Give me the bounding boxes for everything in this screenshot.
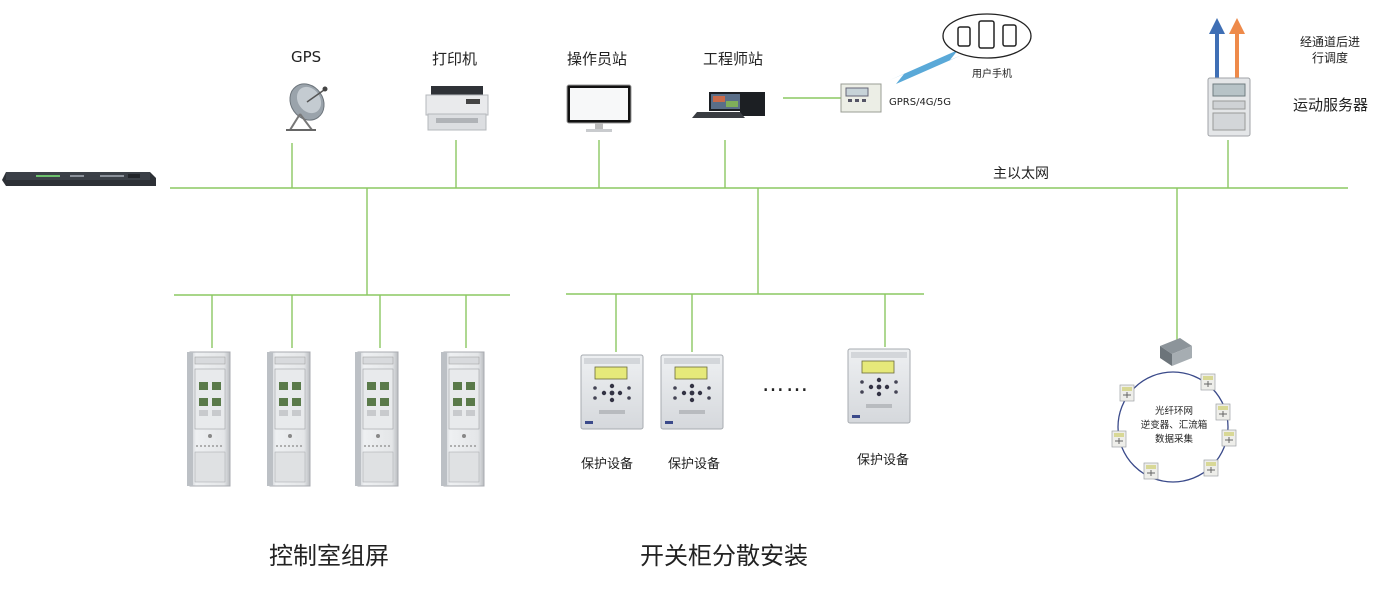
fiber-ring [1111,338,1237,483]
ops-server-label: 运动服务器 [1293,96,1369,114]
engineer-station-label: 工程师站 [703,50,764,68]
protection-relay-icon [580,348,911,430]
monitor-icon [566,84,632,132]
protection-device-label-2: 保护设备 [668,457,721,472]
dispatch-note-line-2: 行调度 [1312,51,1349,65]
ring-caption: 光纤环网 逆变器、汇流箱 数据采集 [1138,405,1210,447]
protection-device-label-3: 保护设备 [857,453,910,468]
dispatch-note-line-1: 经通道后进 [1300,35,1361,49]
comm-terminal-icon [840,83,882,113]
main-ethernet-label: 主以太网 [993,166,1049,182]
workstation-icon [692,92,765,118]
ring-caption-line-1: 光纤环网 [1154,406,1193,417]
control-cabinet-icon [186,351,485,487]
ring-caption-line-2: 逆变器、汇流箱 [1140,420,1208,431]
control-room-caption: 控制室组屏 [269,542,389,570]
printer-label: 打印机 [432,50,478,68]
phone-icons [942,13,1032,59]
gps-label: GPS [291,48,322,66]
protection-device-label-1: 保护设备 [581,457,634,472]
motion-server-icon [1207,77,1251,137]
ring-caption-line-3: 数据采集 [1154,434,1193,445]
ellipsis: …… [762,372,810,397]
wireless-link-icon [890,50,962,84]
main-ethernet-bus [170,97,1348,352]
user-phone-label: 用户手机 [972,69,1012,80]
rack-server-icon [2,172,156,186]
switchgear-caption: 开关柜分散安装 [640,542,808,570]
gprs-label: GPRS/4G/5G [889,97,952,108]
operator-station-label: 操作员站 [567,50,628,68]
satellite-dish-icon [286,83,328,131]
dispatch-note: 经通道后进 行调度 [1300,34,1360,66]
printer-icon [425,86,489,131]
uplink-arrows [1209,18,1245,80]
